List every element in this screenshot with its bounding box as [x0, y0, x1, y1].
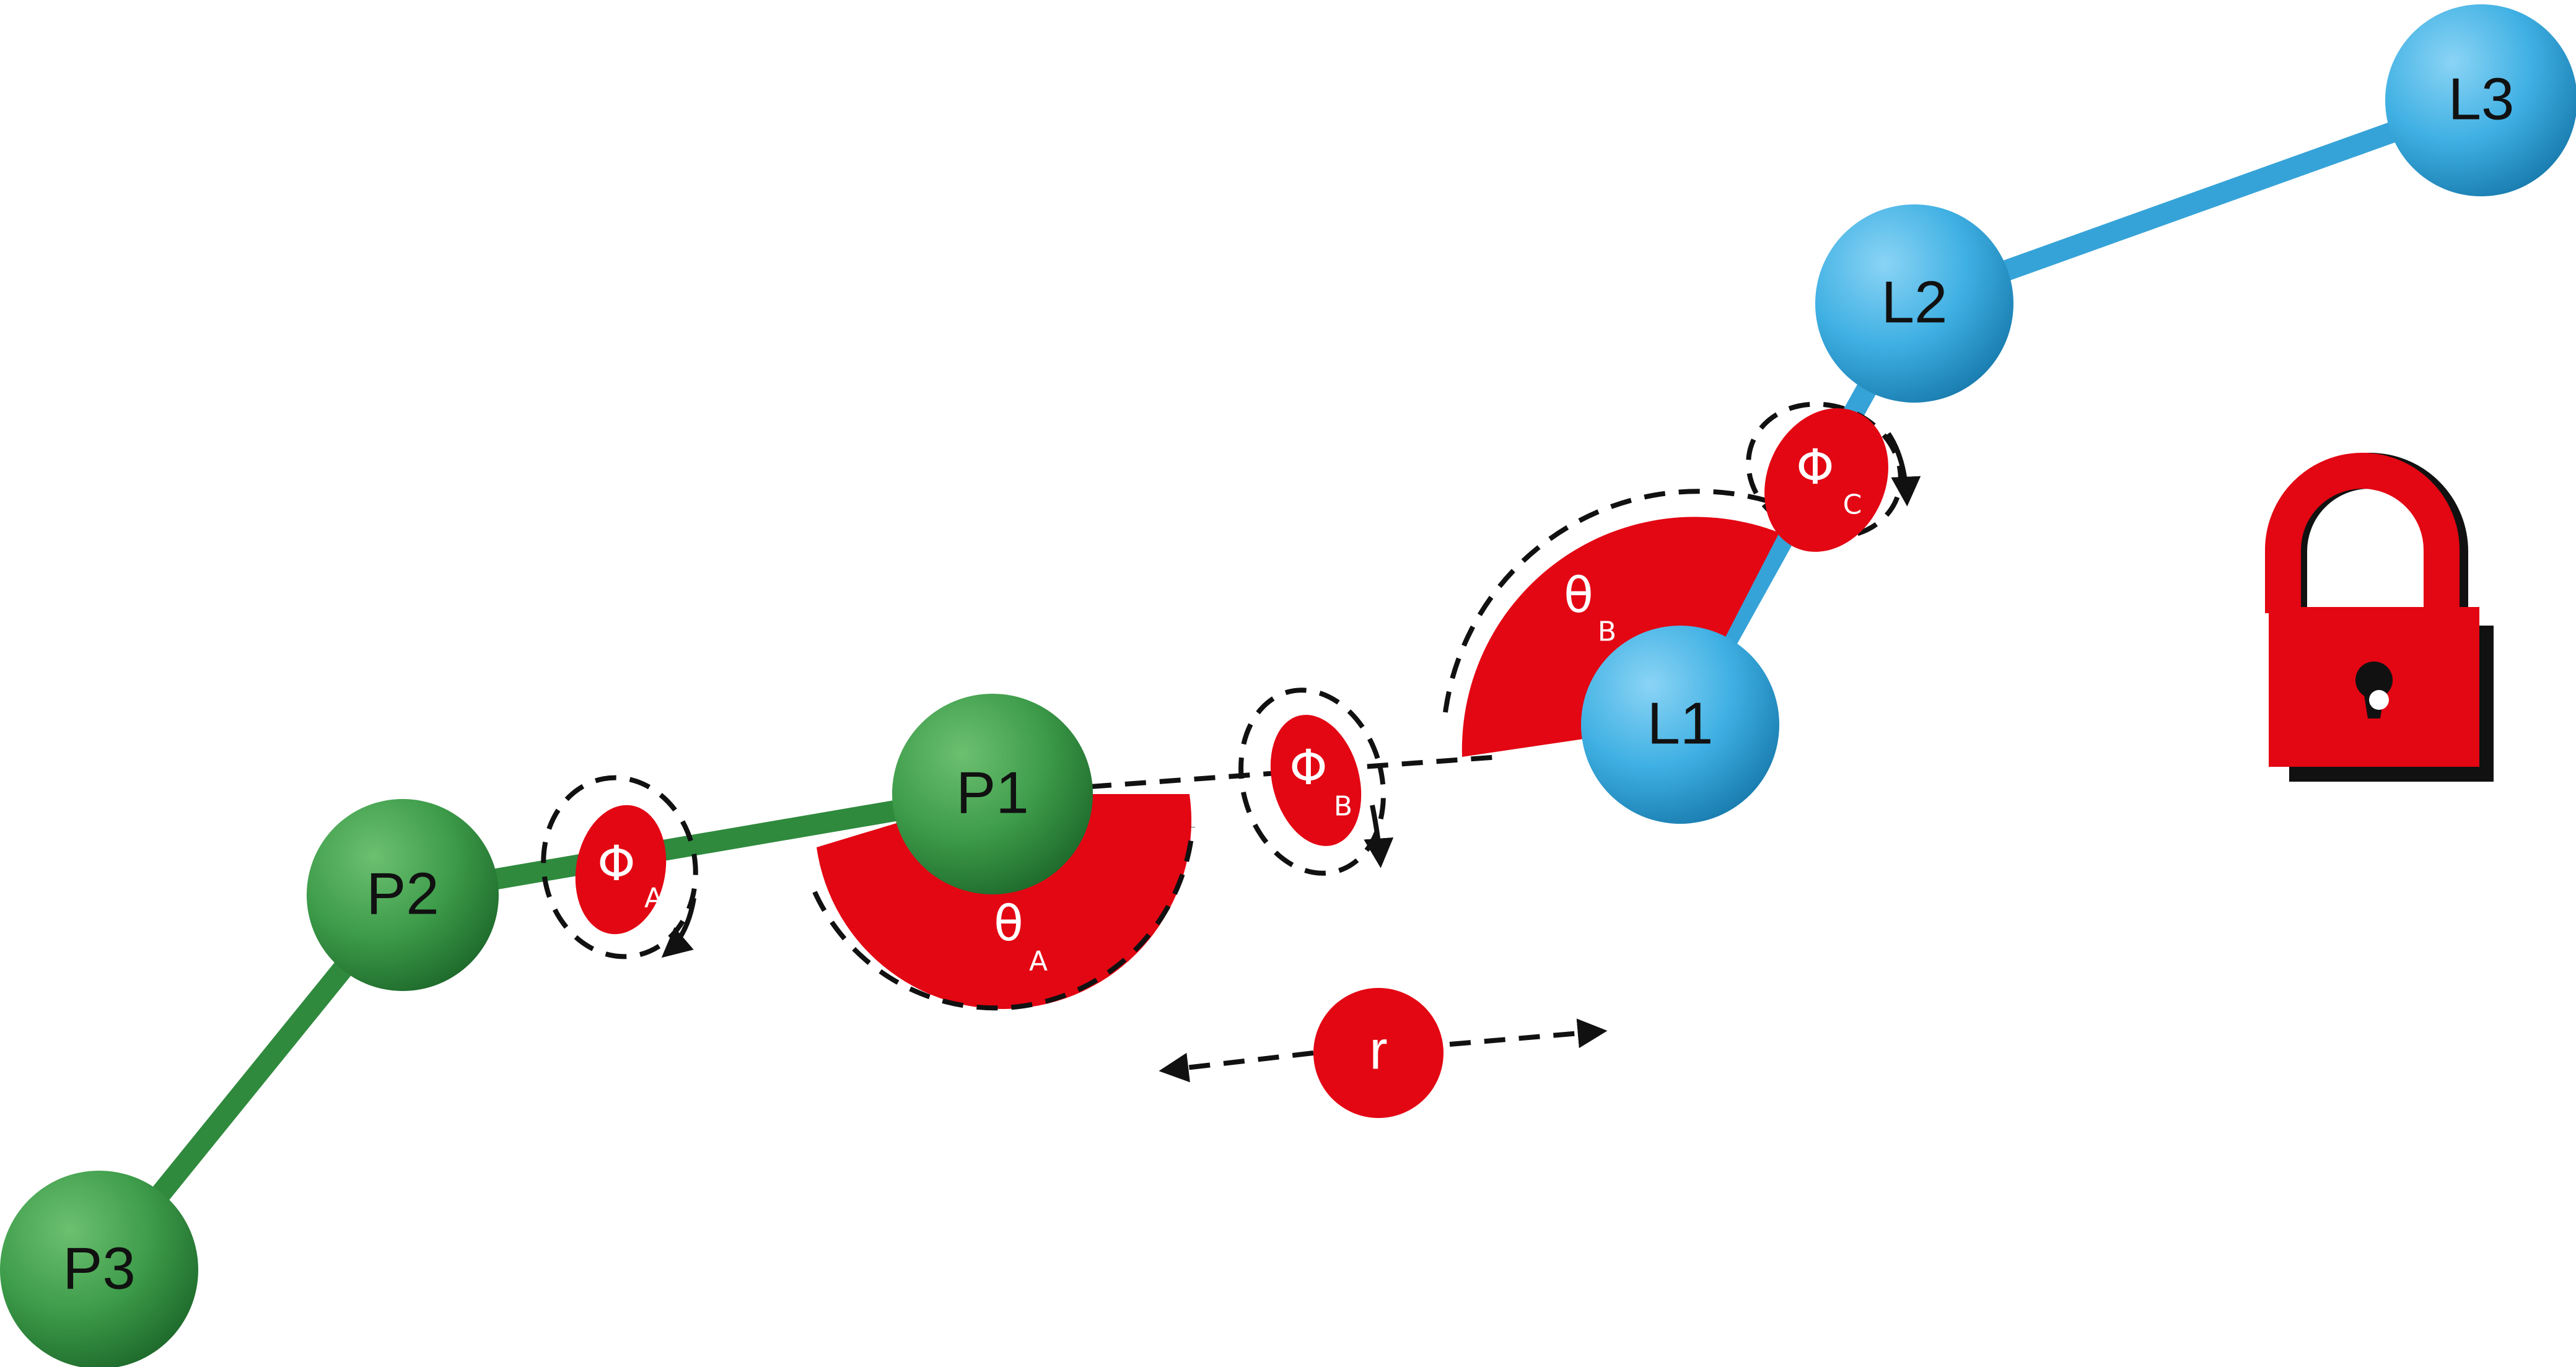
theta-a-subscript: A [1029, 946, 1048, 977]
theta-b-dashed-arc [1443, 489, 1787, 713]
atom-l2-label: L2 [1882, 269, 1948, 336]
ligand-atoms: L1 L2 L3 [1581, 4, 2576, 824]
r-label: r [1369, 1020, 1387, 1081]
phi-a-arrow [661, 898, 696, 958]
atom-l1 [1581, 626, 1779, 824]
atom-l3-label: L3 [2448, 66, 2515, 133]
theta-b-angle: θ B [1443, 489, 1787, 757]
theta-b-wedge [1461, 517, 1779, 757]
phi-c-dihedral: Φ C [1746, 401, 1921, 552]
phi-b-badge [1270, 715, 1362, 846]
phi-c-subscript: C [1843, 489, 1862, 521]
phi-a-badge [575, 805, 667, 935]
phi-a-dihedral: Φ A [541, 775, 698, 959]
atom-p1 [892, 694, 1093, 894]
phi-b-dihedral: Φ B [1238, 688, 1394, 876]
phi-c-badge [1764, 408, 1888, 552]
atom-l1-label: L1 [1647, 691, 1714, 757]
phi-c-label: Φ [1796, 440, 1834, 496]
theta-a-dashed-arc [812, 826, 1195, 1011]
theta-a-label: θ [994, 896, 1023, 952]
phi-a-subscript: A [644, 883, 663, 914]
phi-b-subscript: B [1334, 791, 1352, 823]
atom-l2 [1815, 204, 2013, 403]
phi-c-arrow [1886, 432, 1921, 507]
atom-p2-label: P2 [366, 861, 439, 927]
theta-b-subscript: B [1598, 616, 1616, 648]
r-badge [1313, 988, 1444, 1118]
protein-atoms: P3 P2 P1 [0, 694, 1093, 1367]
r-arrow-right [1449, 1018, 1608, 1049]
phi-b-arrow [1364, 805, 1394, 868]
atom-p3-label: P3 [63, 1236, 135, 1302]
atom-l3 [2385, 4, 2576, 196]
distance-r: r [1159, 988, 1608, 1118]
theta-b-label: θ [1564, 568, 1593, 624]
atom-p2 [307, 799, 499, 991]
atom-p3 [0, 1171, 198, 1367]
atom-p1-label: P1 [956, 760, 1028, 826]
r-arrow-left [1159, 1050, 1314, 1083]
bonds [89, 90, 2492, 1280]
phi-b-label: Φ [1289, 740, 1327, 796]
padlock-icon [2265, 453, 2494, 782]
phi-a-dashed-ring [541, 775, 698, 959]
bond-l2-l3 [1904, 90, 2492, 314]
phi-a-label: Φ [597, 836, 635, 892]
